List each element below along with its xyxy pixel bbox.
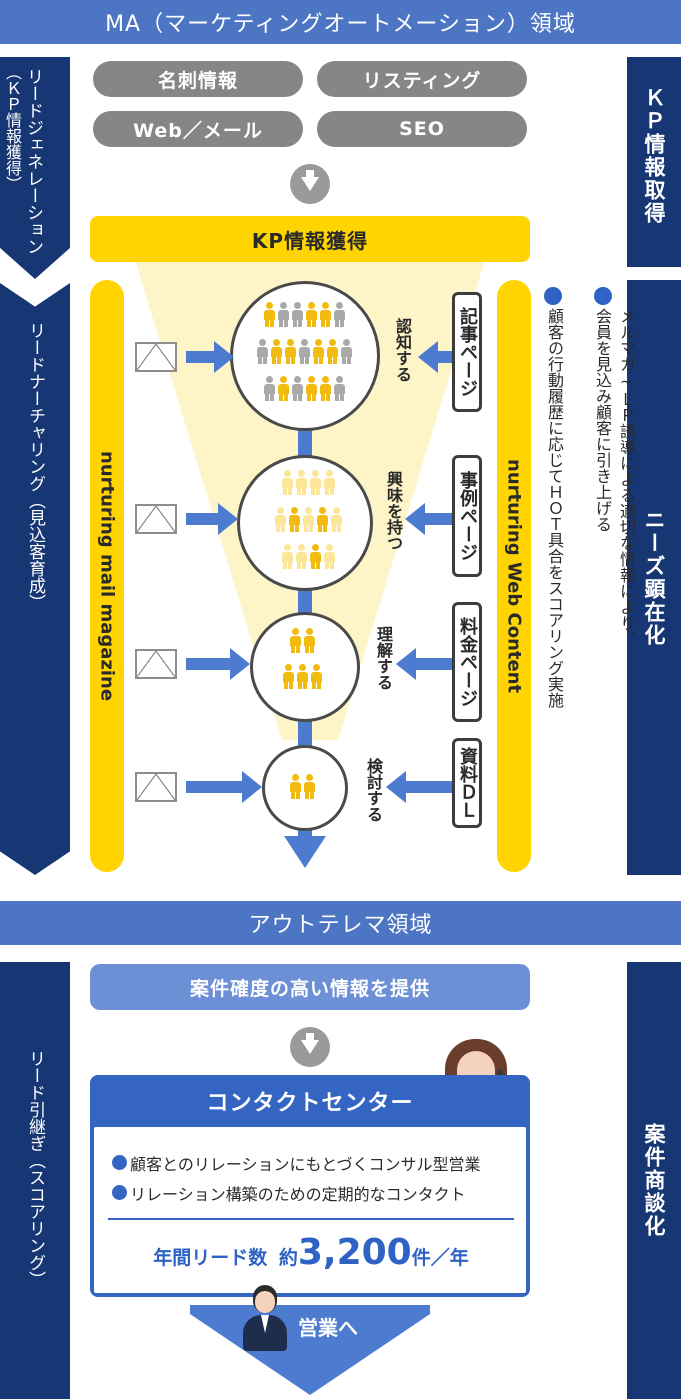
person-icon — [285, 339, 296, 364]
lead-nurturing-label: リードナーチャリング（見込客育成） — [25, 322, 45, 611]
person-icon — [317, 507, 328, 532]
source-web-mail: Web／メール — [93, 111, 303, 147]
deal-column: 案件商談化 — [627, 962, 681, 1399]
left-arrow-icon — [405, 503, 452, 535]
nurturing-mail-bar: nurturing mail magazine — [90, 280, 124, 872]
person-icon — [296, 470, 307, 495]
left-arrow-icon — [418, 341, 452, 373]
stage-label-understanding: 理解する — [374, 626, 393, 690]
divider — [108, 1218, 514, 1220]
person-icon — [306, 302, 317, 327]
person-icon — [299, 339, 310, 364]
person-icon — [257, 339, 268, 364]
person-icon — [310, 470, 321, 495]
contact-center-box: コンタクトセンター — [90, 1075, 530, 1297]
kp-acquire-column: ＫＰ情報取得 — [627, 57, 681, 267]
note-2: 顧客の行動履歴に応じてＨＯＴ具合をスコアリング実施 — [545, 308, 564, 708]
person-icon — [275, 507, 286, 532]
stage-label-awareness: 認知する — [393, 318, 412, 382]
bullet-icon — [594, 287, 612, 305]
outbound-band: アウトテレマ領域 — [0, 901, 681, 945]
person-icon — [292, 302, 303, 327]
web-page-download: 資料ＤＬ — [452, 738, 482, 828]
right-arrow-icon — [186, 648, 250, 680]
person-icon — [278, 376, 289, 401]
mail-icon — [135, 649, 177, 679]
person-icon — [290, 628, 301, 653]
person-icon — [304, 628, 315, 653]
understanding-circle — [250, 612, 360, 722]
lead-generation-sub-label: （ＫＰ情報獲得） — [3, 64, 22, 192]
bullet-icon — [544, 287, 562, 305]
left-arrow-icon — [396, 648, 452, 680]
contact-item-1: 顧客とのリレーションにもとづくコンサル型営業 — [130, 1155, 481, 1174]
person-icon — [310, 544, 321, 569]
note-1: メルマガ~ＬＰ誘導による適切な情報により、会員を見込み顧客に引き上げる — [593, 308, 636, 647]
web-page-article: 記事ページ — [452, 292, 482, 412]
source-business-card: 名刺情報 — [93, 61, 303, 97]
person-icon — [264, 302, 275, 327]
person-icon — [320, 376, 331, 401]
web-page-case: 事例ページ — [452, 455, 482, 577]
person-icon — [306, 376, 317, 401]
person-icon — [278, 302, 289, 327]
bullet-icon — [112, 1155, 127, 1170]
person-icon — [304, 774, 315, 799]
consideration-circle — [262, 745, 348, 831]
down-arrow-icon — [290, 164, 330, 204]
right-arrow-icon — [186, 771, 262, 803]
person-icon — [324, 544, 335, 569]
person-icon — [282, 544, 293, 569]
down-arrow-icon — [290, 1027, 330, 1067]
lead-generation-column — [0, 57, 70, 279]
contact-item-2: リレーション構築のための定期的なコンタクト — [130, 1185, 466, 1204]
right-arrow-icon — [186, 503, 238, 535]
person-icon — [331, 507, 342, 532]
person-icon — [327, 339, 338, 364]
person-icon — [271, 339, 282, 364]
nurturing-web-bar: nurturing Web Content — [497, 280, 531, 872]
lead-generation-label: リードジェネレーション — [23, 68, 43, 255]
ma-area-band: MA（マーケティングオートメーション）領域 — [0, 0, 681, 44]
lead-handover-column — [0, 962, 70, 1399]
person-icon — [282, 470, 293, 495]
lead-nurturing-column — [0, 283, 70, 875]
person-icon — [296, 544, 307, 569]
person-icon — [283, 664, 294, 689]
person-icon — [297, 664, 308, 689]
person-icon — [334, 376, 345, 401]
right-arrow-icon — [186, 341, 234, 373]
person-icon — [311, 664, 322, 689]
annual-leads: 年間リード数 約3,200件／年 — [153, 1232, 469, 1273]
stage-label-consideration: 検討する — [364, 758, 383, 822]
person-icon — [341, 339, 352, 364]
person-icon — [264, 376, 275, 401]
source-listing: リスティング — [317, 61, 527, 97]
down-arrow-icon — [284, 836, 326, 868]
needs-column: ニーズ顕在化 — [627, 280, 681, 875]
left-arrow-icon — [386, 771, 452, 803]
person-icon — [324, 470, 335, 495]
stage-label-interest: 興味を持つ — [384, 471, 403, 551]
contact-center-body — [94, 1127, 526, 1293]
mail-icon — [135, 772, 177, 802]
person-icon — [334, 302, 345, 327]
mail-icon — [135, 504, 177, 534]
person-icon — [289, 507, 300, 532]
mail-icon — [135, 342, 177, 372]
bullet-icon — [112, 1185, 127, 1200]
person-icon — [292, 376, 303, 401]
to-sales-label: 営業へ — [298, 1316, 358, 1340]
person-icon — [320, 302, 331, 327]
web-page-pricing: 料金ページ — [452, 602, 482, 722]
provide-info-pill: 案件確度の高い情報を提供 — [90, 964, 530, 1010]
source-seo: SEO — [317, 111, 527, 147]
lead-handover-label: リード引継ぎ（スコアリング） — [25, 1050, 45, 1288]
contact-center-title: コンタクトセンター — [206, 1091, 414, 1116]
salesperson-icon — [240, 1285, 290, 1355]
person-icon — [303, 507, 314, 532]
person-icon — [290, 774, 301, 799]
kp-info-bar: KP情報獲得 — [90, 216, 530, 262]
person-icon — [313, 339, 324, 364]
